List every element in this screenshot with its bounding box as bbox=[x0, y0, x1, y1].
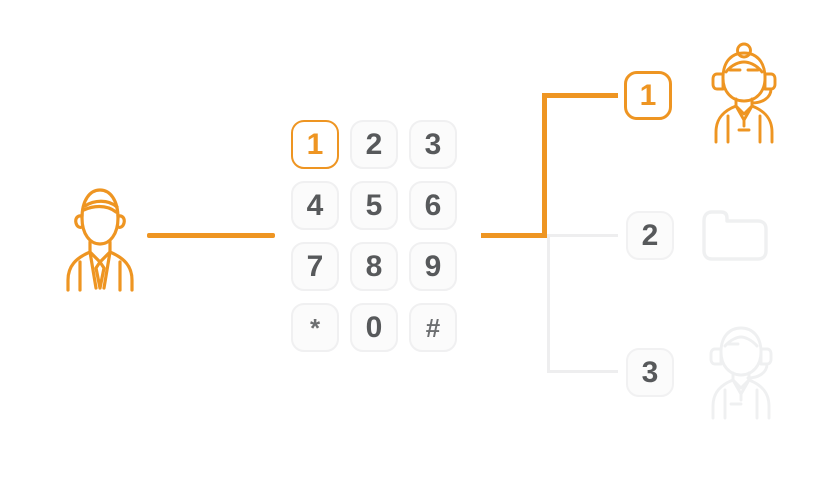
connector-branch-1 bbox=[542, 93, 618, 98]
keypad-key-0[interactable]: 0 bbox=[350, 303, 398, 352]
connector-caller-to-keypad bbox=[147, 233, 275, 238]
dial-keypad[interactable]: 1 2 3 4 5 6 7 8 9 * 0 # bbox=[291, 120, 457, 358]
keypad-key-3[interactable]: 3 bbox=[409, 120, 457, 169]
agent-headset-female-icon bbox=[711, 42, 777, 144]
keypad-key-7[interactable]: 7 bbox=[291, 242, 339, 291]
connector-trunk-active bbox=[542, 93, 547, 238]
keypad-key-4[interactable]: 4 bbox=[291, 181, 339, 230]
keypad-key-5[interactable]: 5 bbox=[350, 181, 398, 230]
person-male-icon bbox=[66, 188, 134, 292]
keypad-key-2[interactable]: 2 bbox=[350, 120, 398, 169]
keypad-key-8[interactable]: 8 bbox=[350, 242, 398, 291]
keypad-key-6[interactable]: 6 bbox=[409, 181, 457, 230]
branch-option-3[interactable]: 3 bbox=[626, 348, 674, 397]
connector-keypad-to-branch-junction bbox=[481, 233, 547, 238]
agent-headset-male-icon bbox=[709, 326, 773, 420]
folder-icon bbox=[702, 210, 768, 261]
connector-branch-3 bbox=[547, 370, 618, 373]
connector-trunk-inactive bbox=[547, 234, 550, 373]
keypad-key-9[interactable]: 9 bbox=[409, 242, 457, 291]
branch-option-1[interactable]: 1 bbox=[624, 71, 672, 120]
keypad-key-star[interactable]: * bbox=[291, 303, 339, 352]
connector-branch-2 bbox=[547, 234, 618, 237]
keypad-key-1[interactable]: 1 bbox=[291, 120, 339, 169]
branch-option-2[interactable]: 2 bbox=[626, 211, 674, 260]
keypad-key-hash[interactable]: # bbox=[409, 303, 457, 352]
